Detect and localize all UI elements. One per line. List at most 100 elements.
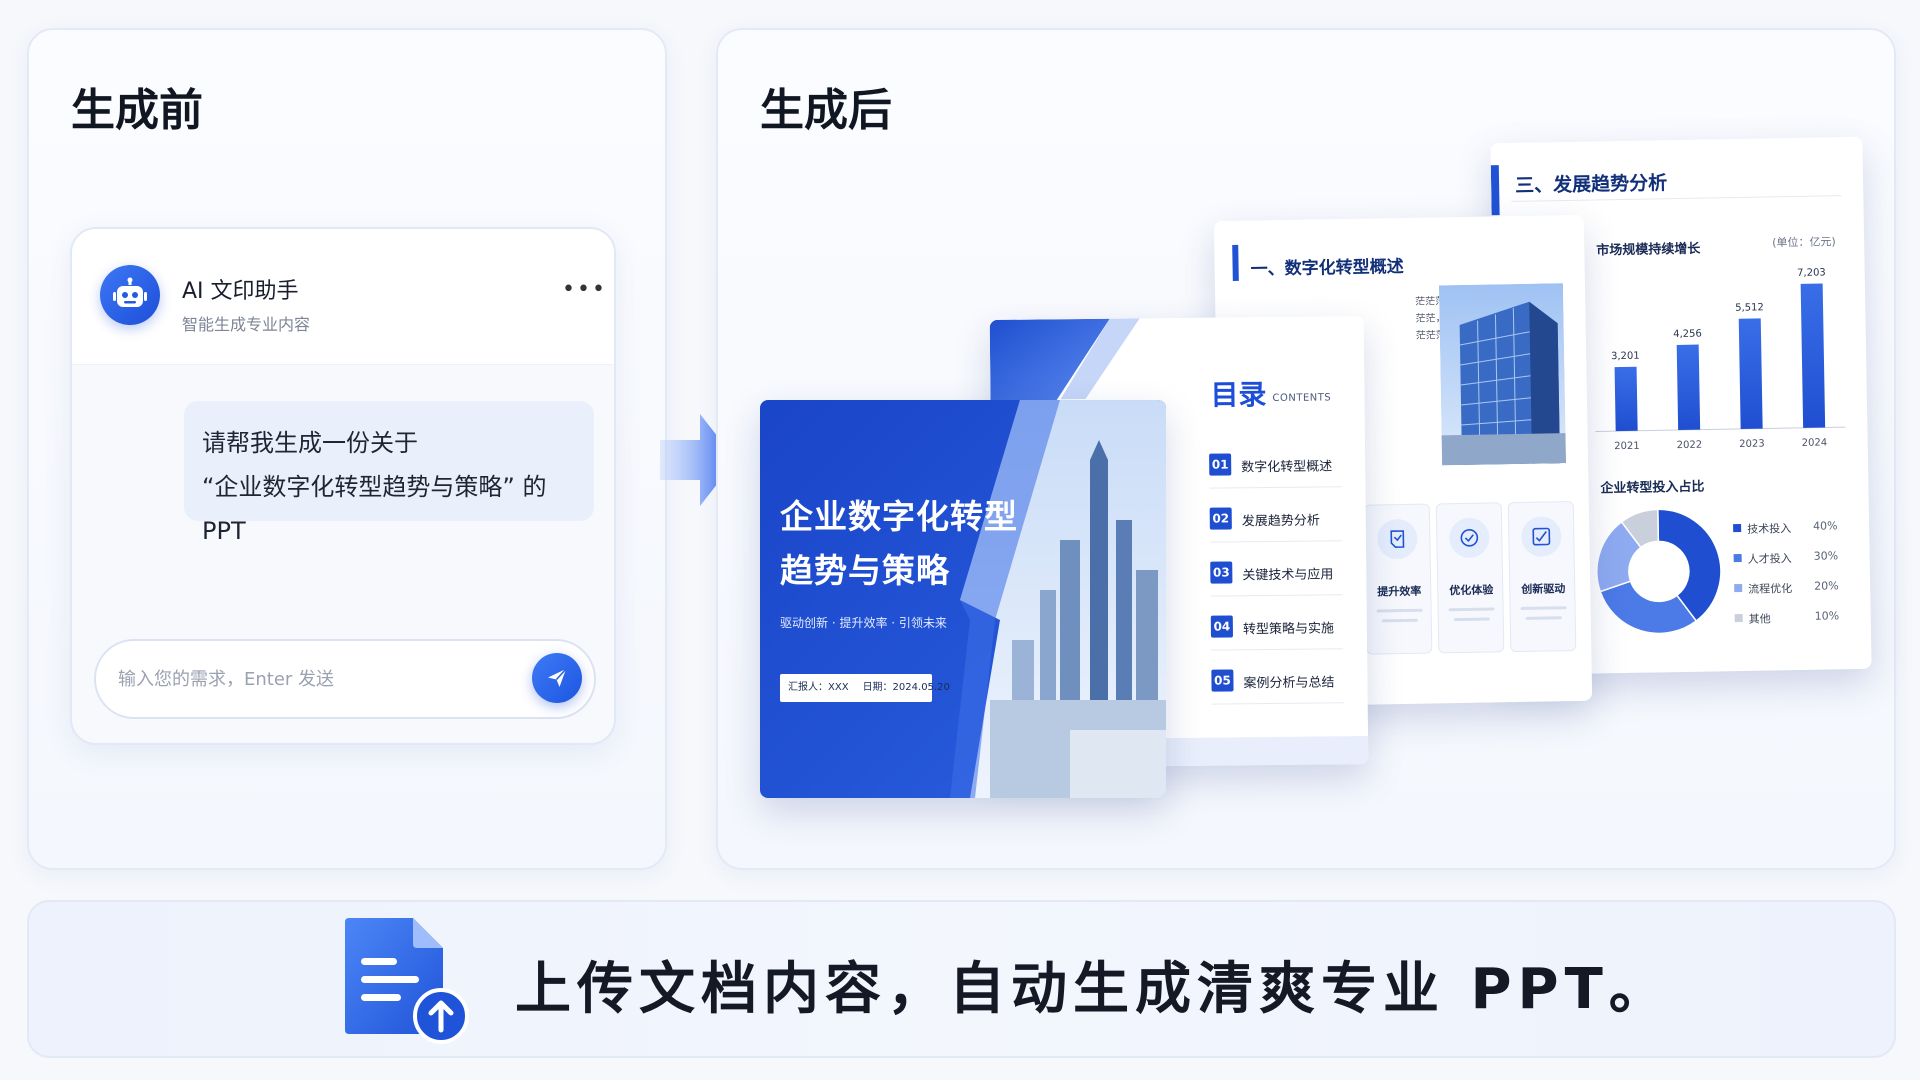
legend-value: 40% bbox=[1813, 519, 1838, 533]
overview-card-name: 优化体验 bbox=[1449, 583, 1494, 598]
user-message-line-2: “企业数字化转型趋势与策略” 的 PPT bbox=[202, 473, 547, 545]
bar-category-label: 2021 bbox=[1614, 441, 1640, 452]
chat-input-box bbox=[94, 639, 596, 719]
pie-chart bbox=[1596, 508, 1722, 635]
toc-number: 03 bbox=[1210, 561, 1233, 584]
bar-2024 bbox=[1800, 283, 1826, 428]
slide-overview-accent-bar bbox=[1232, 244, 1239, 281]
bar-2023 bbox=[1738, 318, 1763, 429]
before-panel-title: 生成前 bbox=[71, 85, 203, 136]
legend-item: 其他 10% bbox=[1734, 609, 1866, 641]
assistant-subtitle: 智能生成专业内容 bbox=[182, 315, 311, 334]
toc-number: 01 bbox=[1209, 453, 1232, 476]
innovation-icon bbox=[1520, 516, 1562, 557]
chat-header: AI 文印助手 智能生成专业内容 ••• bbox=[72, 229, 614, 365]
overview-card: 优化体验 bbox=[1435, 502, 1505, 654]
more-horizontal-icon[interactable]: ••• bbox=[562, 277, 607, 302]
legend-swatch bbox=[1733, 553, 1742, 563]
toc-number: 05 bbox=[1211, 669, 1234, 692]
efficiency-icon bbox=[1377, 518, 1418, 560]
robot-avatar-icon bbox=[100, 265, 160, 325]
bar-value-label: 7,203 bbox=[1797, 267, 1826, 278]
slide-stats-title: 三、发展趋势分析 bbox=[1514, 172, 1668, 197]
overview-card: 创新驱动 bbox=[1507, 501, 1577, 653]
bar-category-label: 2024 bbox=[1802, 437, 1828, 448]
legend-swatch bbox=[1733, 523, 1742, 533]
pie-legend: 技术投入 40% 人才投入 30% 流程优化 20% 其他 10% bbox=[1733, 519, 1865, 641]
toc-item-03: 03 关键技术与应用 bbox=[1210, 560, 1361, 616]
overview-card-name: 提升效率 bbox=[1377, 584, 1422, 599]
pie-slice-其他 bbox=[1620, 508, 1660, 549]
legend-item: 技术投入 40% bbox=[1733, 519, 1864, 551]
toc-separator bbox=[1211, 648, 1344, 651]
pie-slice-技术投入 bbox=[1657, 508, 1722, 622]
assistant-name: AI 文印助手 bbox=[182, 279, 299, 304]
chat-input[interactable] bbox=[118, 661, 498, 697]
toc-label: 案例分析与总结 bbox=[1243, 675, 1335, 692]
legend-label: 流程优化 bbox=[1748, 582, 1793, 596]
send-button[interactable] bbox=[532, 653, 582, 703]
legend-item: 人才投入 30% bbox=[1733, 549, 1865, 581]
overview-card-name: 创新驱动 bbox=[1521, 582, 1566, 596]
user-message-line-1: 请帮我生成一份关于 bbox=[202, 429, 418, 457]
chat-card: AI 文印助手 智能生成专业内容 ••• 请帮我生成一份关于 “企业数字化转型趋… bbox=[70, 227, 616, 745]
experience-icon bbox=[1449, 517, 1490, 559]
toc-label: 转型策略与实施 bbox=[1242, 621, 1335, 638]
cover-title-line-2: 趋势与策略 bbox=[780, 551, 950, 590]
toc-separator bbox=[1211, 702, 1344, 705]
building-photo bbox=[1438, 283, 1567, 466]
slide-stats-accent-bar bbox=[1490, 165, 1500, 216]
before-panel: 生成前 AI 文印助手 智能生成专业内容 ••• 请帮我生成一份关于 bbox=[27, 28, 667, 870]
city-skyline bbox=[990, 440, 1166, 798]
after-panel-title: 生成后 bbox=[760, 85, 892, 136]
cover-tagline: 驱动创新 · 提升效率 · 引领未来 bbox=[780, 616, 947, 630]
toc-separator bbox=[1209, 540, 1343, 543]
toc-subtitle: CONTENTS bbox=[1272, 392, 1332, 405]
legend-label: 技术投入 bbox=[1747, 522, 1792, 536]
legend-value: 10% bbox=[1814, 609, 1840, 623]
toc-label: 关键技术与应用 bbox=[1242, 567, 1334, 584]
cover-title: 企业数字化转型 趋势与策略 bbox=[780, 490, 1018, 598]
slide-overview: 一、数字化转型概述 茫茫茫茫茫茫，鑫茫茫茫茫茫 茫茫，茫茫茫茫 茫茫茫茫。 提升… bbox=[1213, 214, 1593, 708]
bottom-banner: 上传文档内容，自动生成清爽专业 PPT。 bbox=[27, 900, 1896, 1058]
cover-title-line-1: 企业数字化转型 bbox=[780, 497, 1018, 536]
toc-separator bbox=[1210, 594, 1343, 597]
legend-value: 20% bbox=[1814, 579, 1839, 593]
overview-cards: 提升效率 优化体验 创新驱动 bbox=[1363, 501, 1577, 675]
cover-reporter: 汇报人：XXX bbox=[788, 682, 849, 693]
bar-2021 bbox=[1614, 366, 1638, 432]
overview-card-line bbox=[1376, 608, 1423, 613]
legend-value: 30% bbox=[1813, 549, 1839, 563]
bar-value-label: 5,512 bbox=[1735, 302, 1764, 313]
slide-cover: 企业数字化转型 趋势与策略 驱动创新 · 提升效率 · 引领未来 汇报人：XXX… bbox=[760, 400, 1166, 798]
toc-title: 目录 bbox=[1210, 378, 1267, 412]
pie-slice-人才投入 bbox=[1599, 580, 1698, 635]
legend-item: 流程优化 20% bbox=[1734, 579, 1865, 611]
toc-label: 数字化转型概述 bbox=[1241, 459, 1333, 476]
document-upload-icon bbox=[345, 918, 469, 1044]
pie-chart-title: 企业转型投入占比 bbox=[1600, 479, 1705, 497]
overview-card-line bbox=[1381, 618, 1418, 623]
bar-value-label: 4,256 bbox=[1673, 329, 1702, 340]
bar-category-label: 2022 bbox=[1677, 440, 1703, 451]
bar-category-label: 2023 bbox=[1739, 439, 1765, 450]
banner-text: 上传文档内容，自动生成清爽专业 PPT。 bbox=[515, 957, 1671, 1022]
toc-item-01: 01 数字化转型概述 bbox=[1209, 452, 1360, 508]
overview-card: 提升效率 bbox=[1363, 503, 1433, 655]
bar-value-label: 3,201 bbox=[1611, 351, 1640, 362]
user-message-bubble: 请帮我生成一份关于 “企业数字化转型趋势与策略” 的 PPT bbox=[184, 401, 594, 545]
overview-card-line bbox=[1448, 607, 1495, 612]
toc-number: 02 bbox=[1209, 507, 1232, 530]
legend-label: 其他 bbox=[1748, 612, 1771, 626]
toc-item-05: 05 案例分析与总结 bbox=[1211, 668, 1362, 724]
overview-card-line bbox=[1525, 616, 1562, 620]
legend-label: 人才投入 bbox=[1747, 552, 1792, 566]
overview-card-line bbox=[1453, 617, 1490, 622]
send-icon bbox=[548, 668, 567, 687]
bar-2022 bbox=[1676, 344, 1701, 431]
